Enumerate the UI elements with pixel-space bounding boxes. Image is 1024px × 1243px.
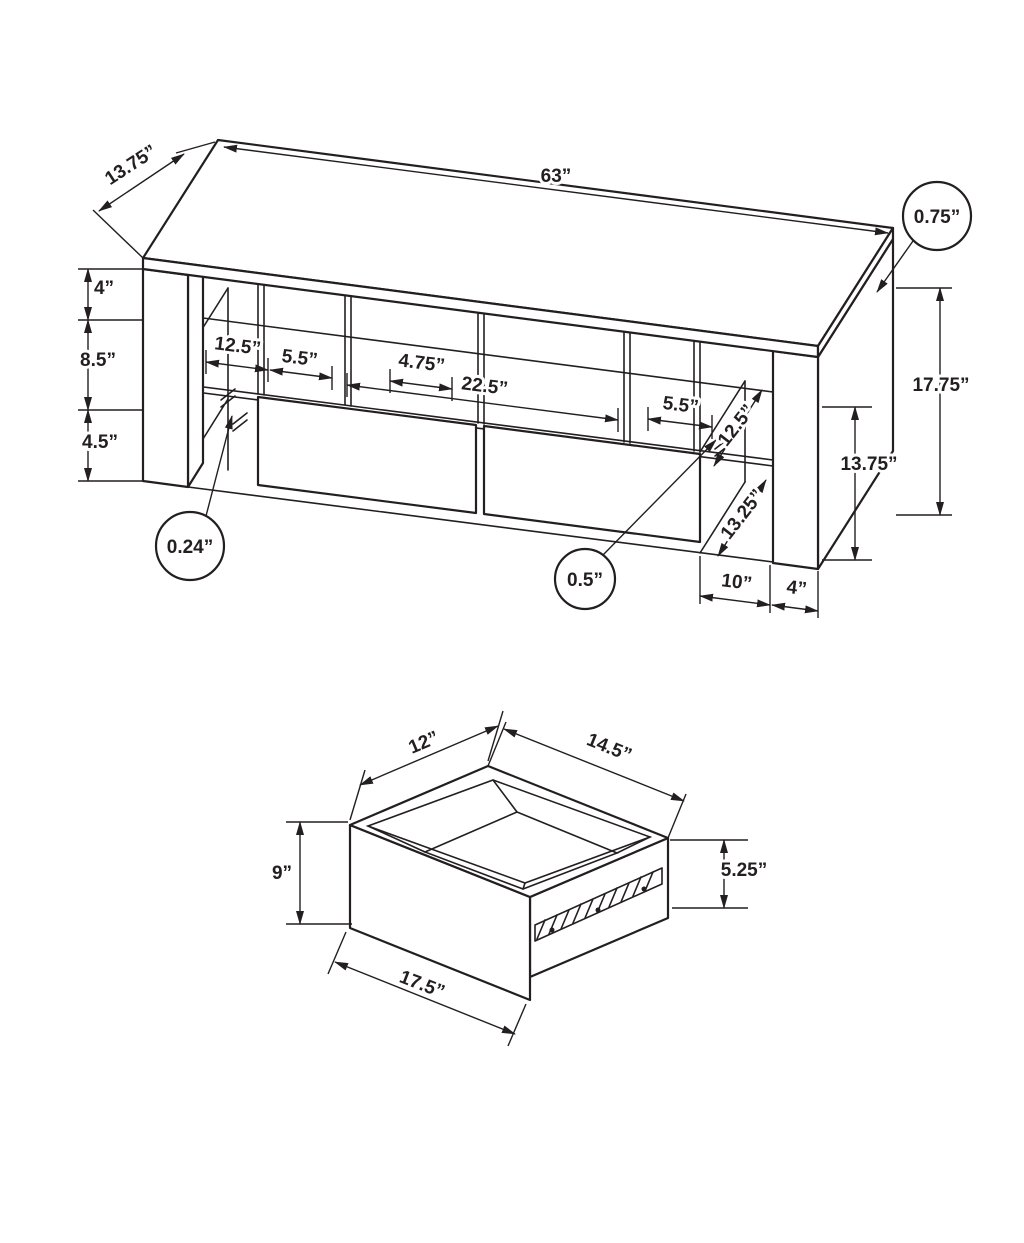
tv-stand-dimensions [78,141,973,618]
stand-gap-thickness-label: 0.5” [567,570,603,591]
leader-top-thickness [876,240,914,293]
stand-inner-height-label: 13.75” [840,454,897,475]
right-leg-front [771,349,820,571]
stand-left-divider-label: 5.5” [281,346,319,371]
stand-top-thickness-label: 0.75” [914,207,960,228]
drawer-drawing [348,764,670,1002]
leader-panel-thickness [205,415,233,517]
stand-right-divider-label: 5.5” [662,393,700,418]
drawer-slide-rail [534,867,663,942]
stand-width-label: 63” [541,166,572,187]
drawer-side-height-label: 5.25” [721,860,767,881]
stand-left-lower-label: 4.5” [82,432,118,453]
left-leg-inner-face [186,249,205,489]
callout-panel-thickness [154,510,226,582]
stand-leg-width-label: 4” [785,577,807,600]
stand-panel-thickness-label: 0.24” [167,537,213,558]
stand-drawer-front-right [482,424,702,544]
drawer-dimensions [286,710,748,1047]
top-panel-right-edge [816,226,895,359]
stand-bottom-opening-label: 10” [720,570,753,595]
callout-gap-thickness [553,547,617,611]
left-leg-front [141,267,190,489]
drawer-front-height-label: 9” [272,863,292,884]
leader-gap-thickness [602,439,717,556]
stand-total-height-label: 17.75” [912,375,969,396]
stand-left-middle-label: 8.5” [80,350,116,371]
stand-left-top-label: 4” [94,278,114,299]
callout-top-thickness [901,180,973,252]
